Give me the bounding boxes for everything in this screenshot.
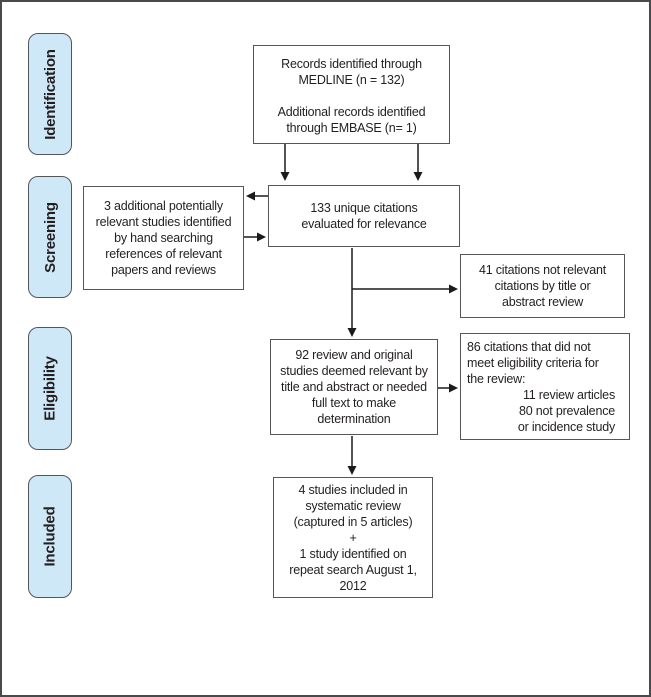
box-records-medline: Records identified through MEDLINE (n = … bbox=[253, 45, 450, 98]
box-hand-search-studies-text: 3 additional potentially relevant studie… bbox=[95, 199, 232, 277]
box-citations-not-relevant-text: 41 citations not relevant citations by t… bbox=[478, 263, 607, 309]
box-studies-included: 4 studies included in systematic review … bbox=[273, 477, 433, 598]
box-records-embase-text: Additional records identified through EM… bbox=[277, 105, 426, 135]
stage-identification-label: Identification bbox=[41, 48, 59, 140]
box-not-meeting-eligibility-text: 86 citations that did not meet eligibili… bbox=[467, 339, 599, 386]
stage-screening-label: Screening bbox=[41, 201, 59, 273]
stage-identification: Identification bbox=[28, 33, 72, 155]
stage-eligibility: Eligibility bbox=[28, 327, 72, 450]
stage-included: Included bbox=[28, 475, 72, 598]
box-hand-search-studies: 3 additional potentially relevant studie… bbox=[83, 186, 244, 290]
stage-included-label: Included bbox=[41, 506, 59, 567]
stage-eligibility-label: Eligibility bbox=[41, 356, 59, 421]
box-records-medline-text: Records identified through MEDLINE (n = … bbox=[281, 56, 422, 87]
box-studies-included-text: 4 studies included in systematic review … bbox=[289, 482, 417, 593]
box-unique-citations: 133 unique citations evaluated for relev… bbox=[268, 185, 460, 247]
box-unique-citations-text: 133 unique citations evaluated for relev… bbox=[301, 201, 427, 231]
stage-screening: Screening bbox=[28, 176, 72, 298]
box-not-meeting-eligibility: 86 citations that did not meet eligibili… bbox=[460, 333, 630, 440]
box-full-text-review-text: 92 review and original studies deemed re… bbox=[280, 348, 428, 426]
box-full-text-review: 92 review and original studies deemed re… bbox=[270, 339, 438, 435]
box-citations-not-relevant: 41 citations not relevant citations by t… bbox=[460, 254, 625, 318]
box-not-meeting-eligibility-breakdown: 11 review articles 80 not prevalence or … bbox=[517, 387, 615, 434]
box-records-embase: Additional records identified through EM… bbox=[253, 97, 450, 144]
